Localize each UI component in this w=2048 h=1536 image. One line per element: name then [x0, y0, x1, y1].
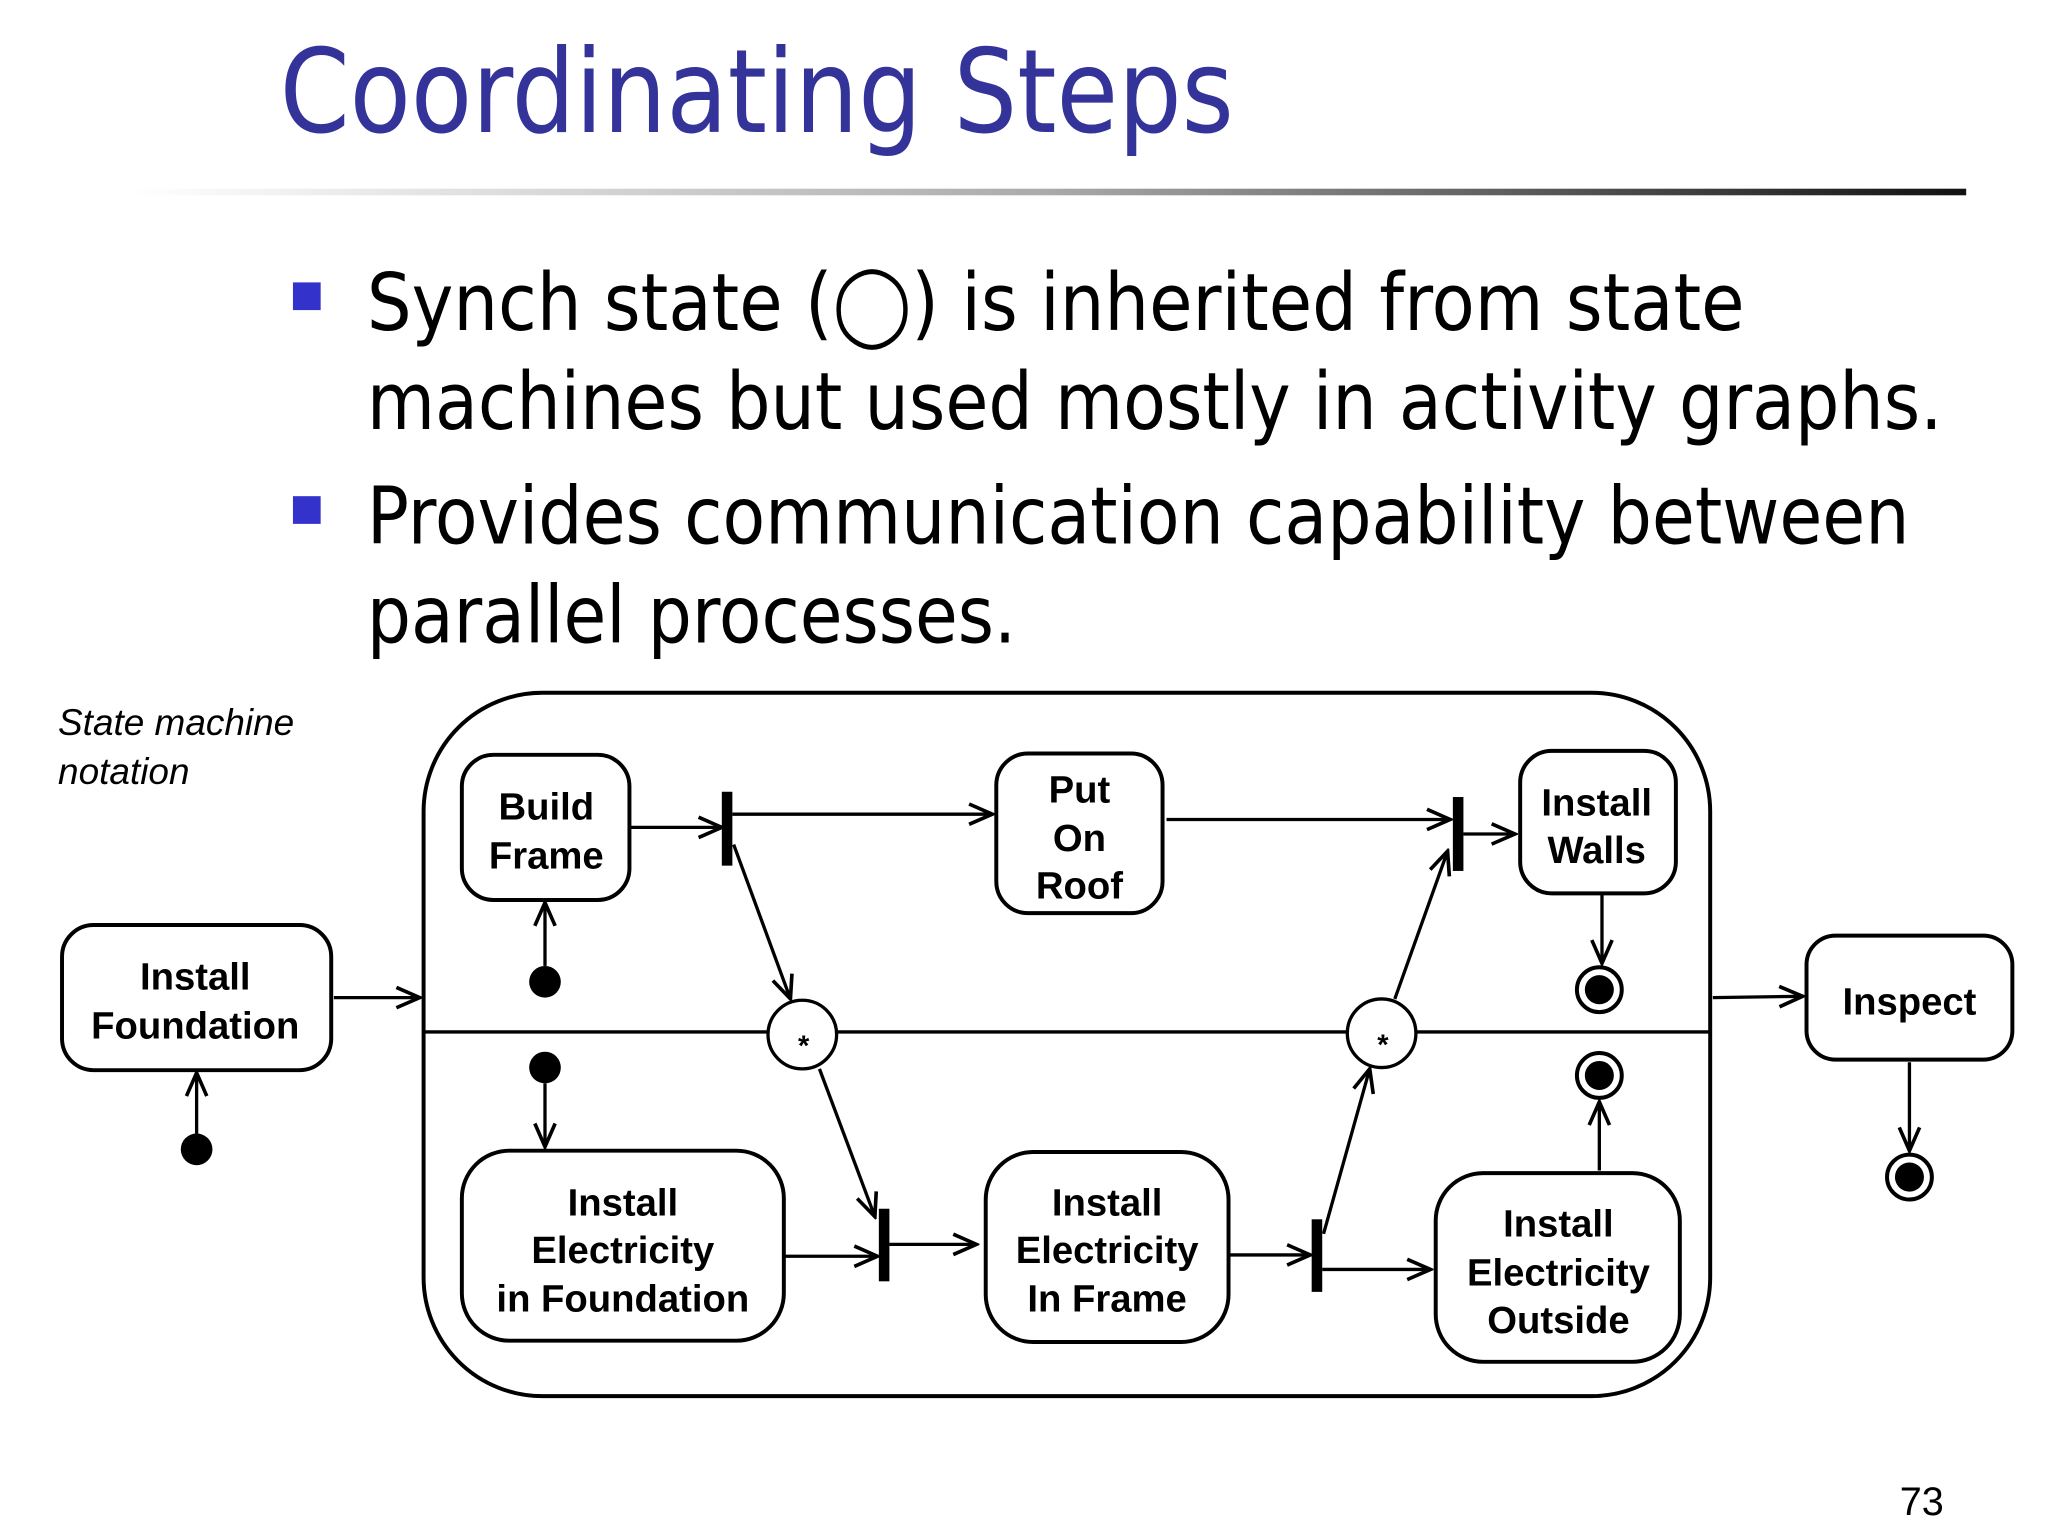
state-label: in Foundation	[496, 1278, 749, 1321]
page-number: 73	[1900, 1480, 1944, 1524]
transition	[1321, 1069, 1370, 1235]
state-label: Build	[499, 785, 595, 828]
sync-state	[766, 998, 839, 1071]
title-divider	[131, 188, 1967, 196]
final-state-core	[1584, 975, 1614, 1005]
bullet-icon	[292, 282, 321, 311]
transition	[1712, 996, 1803, 997]
initial-state	[529, 1051, 561, 1084]
note-line-1: State machine	[58, 702, 294, 743]
bullet-1-line-2: machines but used mostly in activity gra…	[367, 356, 1943, 448]
state-label: Walls	[1547, 829, 1645, 872]
state-install-electricity-frame	[983, 1150, 1231, 1344]
state-label: Install	[1503, 1202, 1614, 1245]
sync-label: *	[1377, 1029, 1389, 1061]
state-label: In Frame	[1027, 1278, 1186, 1321]
slide-title: Coordinating Steps	[280, 25, 1234, 160]
join-bar	[878, 1208, 890, 1282]
transition	[732, 843, 791, 999]
state-install-electricity-foundation	[459, 1148, 786, 1343]
state-label: Foundation	[91, 1005, 299, 1048]
initial-state	[180, 1133, 213, 1166]
fork-bar	[721, 791, 733, 866]
state-install-electricity-outside	[1433, 1171, 1682, 1364]
state-label: Install	[568, 1181, 679, 1224]
join-bar	[1452, 797, 1464, 871]
state-diagram: Install Foundation Build Frame Put On Ro…	[60, 690, 2015, 1399]
fork-bar	[1311, 1219, 1323, 1292]
bullet-1-line-1: Synch state (◯) is inherited from state	[367, 257, 1745, 350]
final-state-core	[1894, 1162, 1924, 1192]
sync-label: *	[798, 1031, 810, 1063]
sync-state	[1345, 997, 1418, 1070]
state-label: Inspect	[1842, 981, 1976, 1024]
state-label: Install	[1541, 782, 1652, 825]
state-inspect	[1804, 933, 2015, 1062]
state-label: Electricity	[1016, 1229, 1200, 1272]
bullet-2-line-2: parallel processes.	[367, 570, 1016, 662]
state-label: Electricity	[1467, 1251, 1651, 1294]
final-state-core	[1584, 1060, 1614, 1090]
state-label: Frame	[489, 834, 604, 877]
state-label: Install	[140, 956, 251, 999]
transition	[817, 1068, 874, 1217]
initial-state	[529, 965, 561, 998]
state-label: Roof	[1036, 865, 1123, 908]
note-line-2: notation	[58, 751, 189, 792]
state-label: Outside	[1487, 1299, 1629, 1342]
bullet-icon	[292, 496, 321, 524]
bullet-2-line-1: Provides communication capability betwee…	[367, 471, 1910, 563]
state-label: Electricity	[531, 1229, 715, 1272]
state-label: On	[1053, 817, 1106, 860]
state-label: Put	[1049, 768, 1111, 811]
state-put-on-roof	[994, 751, 1165, 916]
transition	[1393, 851, 1448, 1000]
state-install-walls	[1518, 748, 1678, 896]
state-label: Install	[1052, 1181, 1163, 1224]
